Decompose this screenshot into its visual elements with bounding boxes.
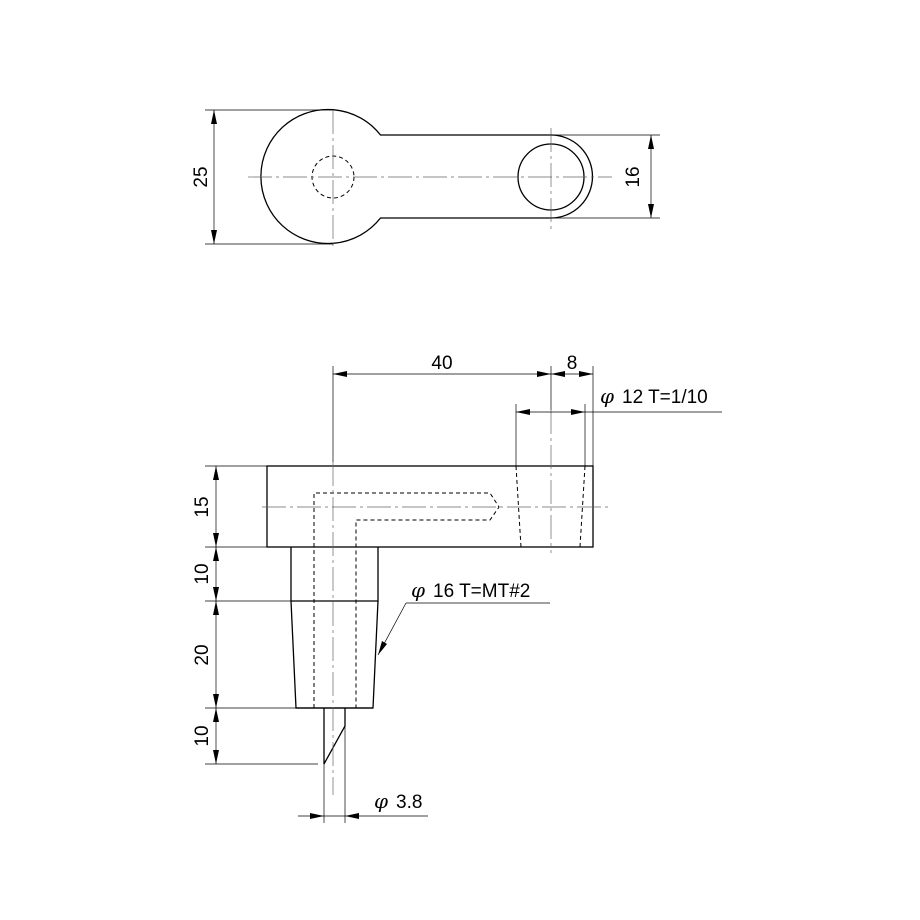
dim-16-arrow-bottom	[648, 204, 654, 218]
top-view-outline	[260, 108, 594, 245]
dim-10-upper-label: 10	[192, 563, 213, 584]
dim-25-label: 25	[191, 166, 212, 187]
arm-block	[266, 465, 594, 548]
dim-8-arrow-right	[579, 371, 593, 377]
top-view: 25 16	[191, 108, 660, 250]
tip-label: 3.8	[396, 792, 422, 813]
dim-20-arrow-bottom	[213, 694, 219, 708]
tip-phi-symbol: φ	[374, 789, 388, 813]
dim-25-arrow-bottom	[211, 230, 217, 244]
dim-10-lower-label: 10	[192, 725, 213, 746]
dim-8-arrow-left	[551, 371, 565, 377]
dim-40-arrow-left	[333, 371, 347, 377]
dim-40-label: 40	[431, 353, 452, 374]
shank-label: 16 T=MT#2	[433, 581, 530, 602]
dim-10-upper-arrow-top	[213, 547, 219, 561]
shank-phi-symbol: φ	[411, 578, 425, 602]
bore-phi-symbol: φ	[600, 384, 614, 408]
dim-20-label: 20	[192, 644, 213, 665]
dim-10-lower-arrow-top	[213, 708, 219, 722]
dim-16-label: 16	[623, 166, 644, 187]
tip	[323, 708, 346, 765]
dim-25-arrow-top	[211, 110, 217, 124]
dim-15-arrow-bottom	[213, 533, 219, 547]
dim-20-arrow-top	[213, 601, 219, 615]
dim-8-label: 8	[567, 353, 578, 374]
bore-arrow-right	[571, 409, 585, 415]
shank-upper	[290, 547, 379, 602]
dim-10-lower-arrow-bottom	[213, 750, 219, 764]
bore-label: 12 T=1/10	[622, 387, 708, 408]
shank-leader-arrow	[378, 641, 387, 655]
dim-15-label: 15	[192, 496, 213, 517]
hidden-bore-right	[579, 465, 586, 548]
dim-10-upper-arrow-bottom	[213, 587, 219, 601]
dim-16-arrow-top	[648, 135, 654, 149]
tip-arrow-left	[310, 813, 324, 819]
dim-40-arrow-right	[537, 371, 551, 377]
front-view: 40 8 φ 12 T=1/10 15 10 20	[192, 353, 722, 823]
tip-arrow-right	[345, 813, 359, 819]
hidden-passage	[313, 492, 500, 708]
bore-arrow-left	[516, 409, 530, 415]
hidden-bore-left	[515, 465, 522, 548]
shank-taper	[290, 600, 379, 709]
dim-15-arrow-top	[213, 466, 219, 480]
